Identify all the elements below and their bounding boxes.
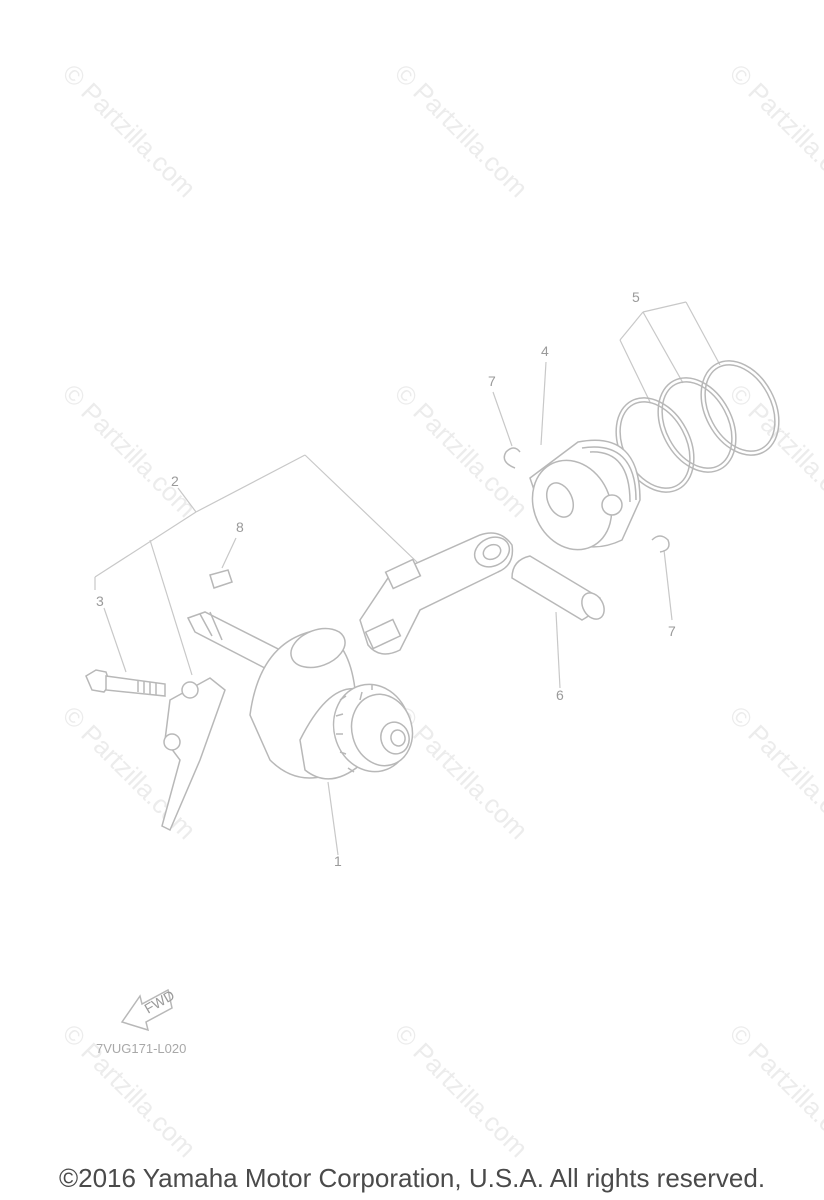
piston-pin <box>511 555 605 621</box>
callout-3: 3 <box>96 593 104 609</box>
callout-7-top: 7 <box>488 373 496 389</box>
circlip <box>651 535 670 553</box>
callout-1: 1 <box>334 853 342 869</box>
callout-4: 4 <box>541 343 549 359</box>
diagram-code: 7VUG171-L020 <box>96 1041 187 1056</box>
piston <box>529 439 641 551</box>
callout-8: 8 <box>236 519 244 535</box>
circlip <box>503 447 521 469</box>
bolt-and-bracket <box>85 669 226 832</box>
copyright-notice: ©2016 Yamaha Motor Corporation, U.S.A. A… <box>58 1163 766 1193</box>
callout-6: 6 <box>556 687 564 703</box>
callout-7-right: 7 <box>668 623 676 639</box>
callout-5: 5 <box>632 289 640 305</box>
woodruff-key <box>209 569 233 589</box>
crankshaft <box>186 611 414 780</box>
fwd-arrow-icon: FWD <box>120 987 177 1032</box>
callout-numbers: 1 2 3 4 5 6 7 7 8 <box>96 289 676 869</box>
callout-2: 2 <box>171 473 179 489</box>
leader-lines <box>94 301 721 856</box>
connecting-rod <box>359 532 514 655</box>
